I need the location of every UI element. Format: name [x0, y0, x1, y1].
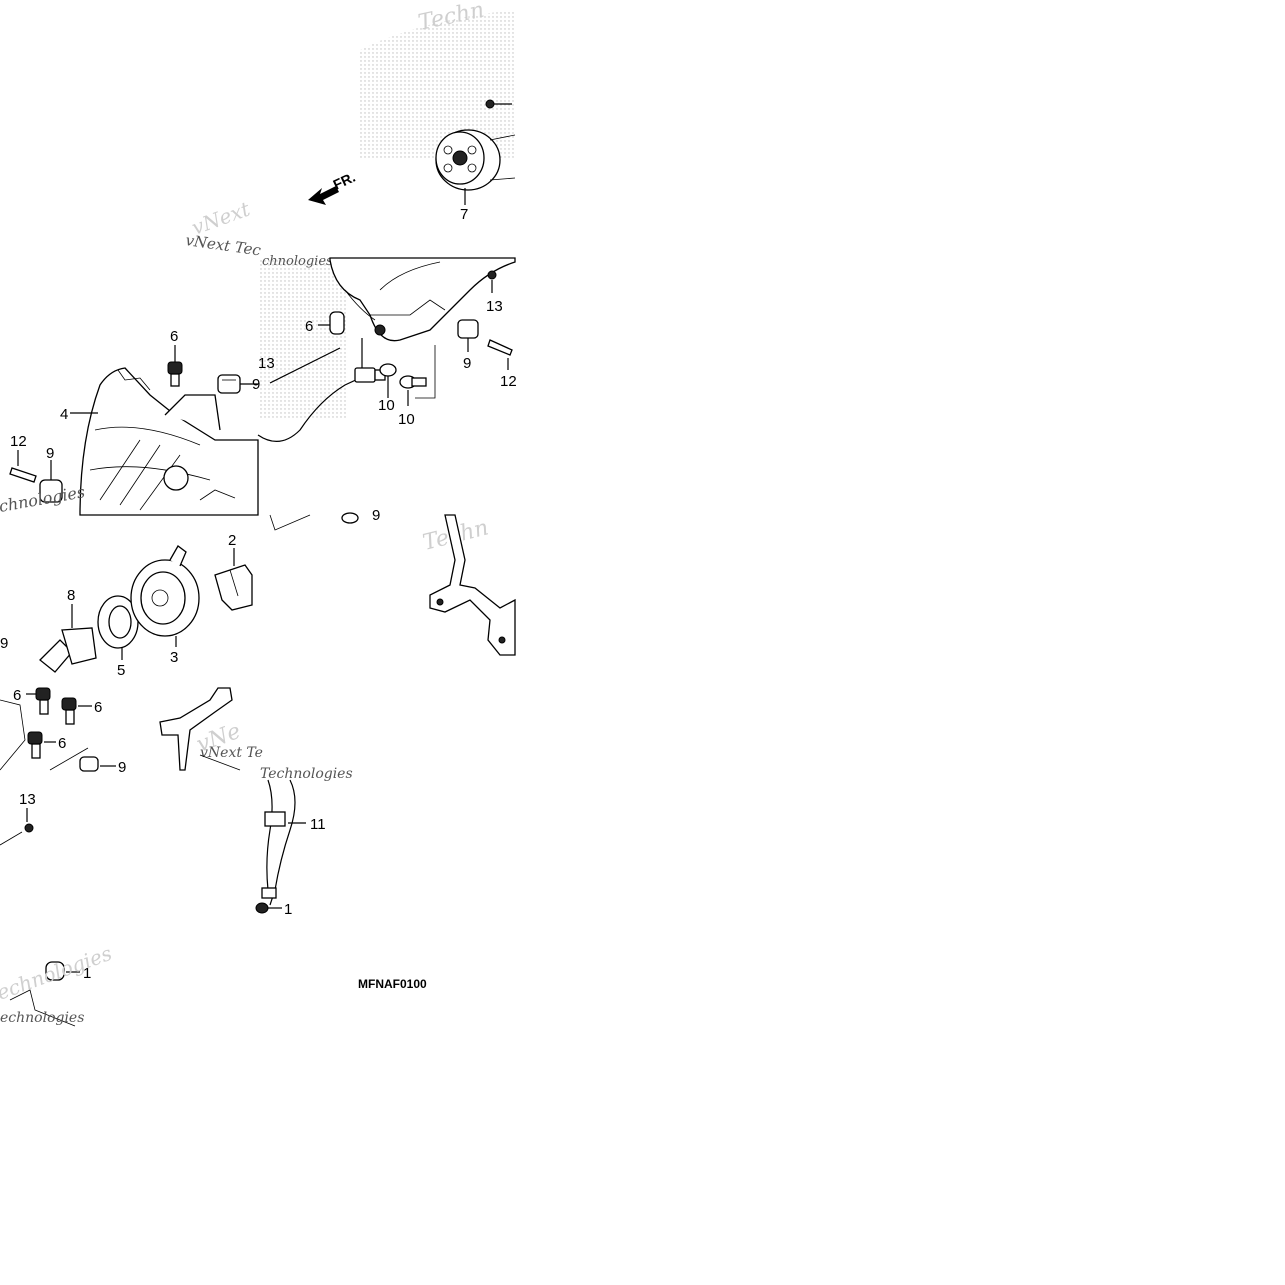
- grommet-9: [39, 460, 63, 503]
- callout-7: 7: [460, 206, 468, 223]
- screw-13: [0, 808, 34, 846]
- watermark: vNext: [189, 196, 254, 239]
- bolt-6: [26, 687, 51, 715]
- callout-3: 3: [170, 649, 178, 666]
- callout-12: 12: [500, 373, 517, 390]
- tile-bracket: vNe vNext Te: [159, 687, 263, 771]
- front-arrow-icon: FR.: [308, 169, 358, 205]
- tile-headlight-case: vNext Tec vNext 6 9 4: [0, 196, 263, 516]
- tile-strip-middle: 9: [269, 507, 380, 531]
- tile-bolts: 6 6 6 9: [0, 687, 126, 776]
- callout-1: 1: [83, 965, 91, 982]
- grommet-9: [457, 319, 479, 352]
- callout-1: 1: [284, 901, 292, 918]
- screw-13: [485, 99, 512, 109]
- front-direction-label: FR.: [331, 169, 358, 193]
- mounting-bracket: [159, 687, 241, 771]
- dotted-logo-background: [258, 258, 348, 418]
- callout-9: 9: [372, 507, 380, 524]
- callout-6: 6: [170, 328, 178, 345]
- callout-9: 9: [46, 445, 54, 462]
- cap-1: [45, 961, 80, 981]
- watermark: vNext Te: [200, 745, 263, 761]
- bolt-6: [27, 731, 56, 759]
- callout-9: 9: [463, 355, 471, 372]
- tile-rear-lamp: Techn 7 FR.: [308, 0, 516, 223]
- callout-10: 10: [398, 411, 415, 428]
- tile-bottom-left: 13 1 echnologies echnologies: [0, 791, 115, 1027]
- callout-8: 8: [67, 587, 75, 604]
- bulb-cover-3: [130, 545, 200, 647]
- dotted-logo-background: [360, 10, 515, 160]
- callout-6: 6: [58, 735, 66, 752]
- watermark: echnologies: [0, 941, 115, 1005]
- callout-11: 11: [310, 816, 326, 833]
- callout-6: 6: [13, 687, 21, 704]
- callout-2: 2: [228, 532, 236, 549]
- bolt-6: [318, 311, 345, 335]
- headlight-stay: [429, 514, 516, 656]
- rear-lamp-7: [435, 129, 516, 205]
- watermark: chnologies: [262, 254, 333, 269]
- collar-10: [379, 363, 397, 398]
- screw-13: [487, 270, 497, 293]
- socket-2: [214, 548, 253, 611]
- tile-rear-fairing: chnologies 13 6 9 12: [257, 254, 517, 442]
- callout-9: 9: [0, 635, 8, 652]
- headlight-bulb-8: [39, 604, 97, 673]
- wire-harness-11: [261, 779, 306, 906]
- tile-stay-frame: Techn: [420, 514, 516, 656]
- callout-10: 10: [378, 397, 395, 414]
- wire-harness: [257, 338, 386, 442]
- tile-harness: Technologies 11 1: [255, 766, 353, 918]
- grommet-9: [49, 747, 116, 772]
- callout-9: 9: [252, 376, 260, 393]
- bulb-retainer-5: [97, 595, 139, 660]
- callout-13: 13: [19, 791, 36, 808]
- callout-5: 5: [117, 662, 125, 679]
- rear-fairing: [329, 257, 516, 342]
- callout-13: 13: [258, 355, 275, 372]
- tile-bulb-socket: 8 5 3 2 9: [0, 532, 253, 679]
- bolt-6: [61, 697, 92, 725]
- bolt-12: [487, 339, 513, 370]
- bolt-12: [9, 450, 37, 483]
- diagram-code: MFNAF0100: [358, 977, 427, 991]
- headlight-case-4: [79, 367, 259, 516]
- watermark: Technologies: [260, 766, 353, 782]
- cap-1: [255, 902, 282, 914]
- collar-10: [399, 345, 436, 406]
- callout-12: 12: [10, 433, 27, 450]
- callout-9: 9: [118, 759, 126, 776]
- callout-4: 4: [60, 406, 68, 423]
- grommet-9: [217, 374, 258, 394]
- bolt-6: [167, 345, 183, 387]
- callout-6: 6: [94, 699, 102, 716]
- callout-13: 13: [486, 298, 503, 315]
- watermark: echnologies: [0, 1010, 84, 1026]
- callout-6: 6: [305, 318, 313, 335]
